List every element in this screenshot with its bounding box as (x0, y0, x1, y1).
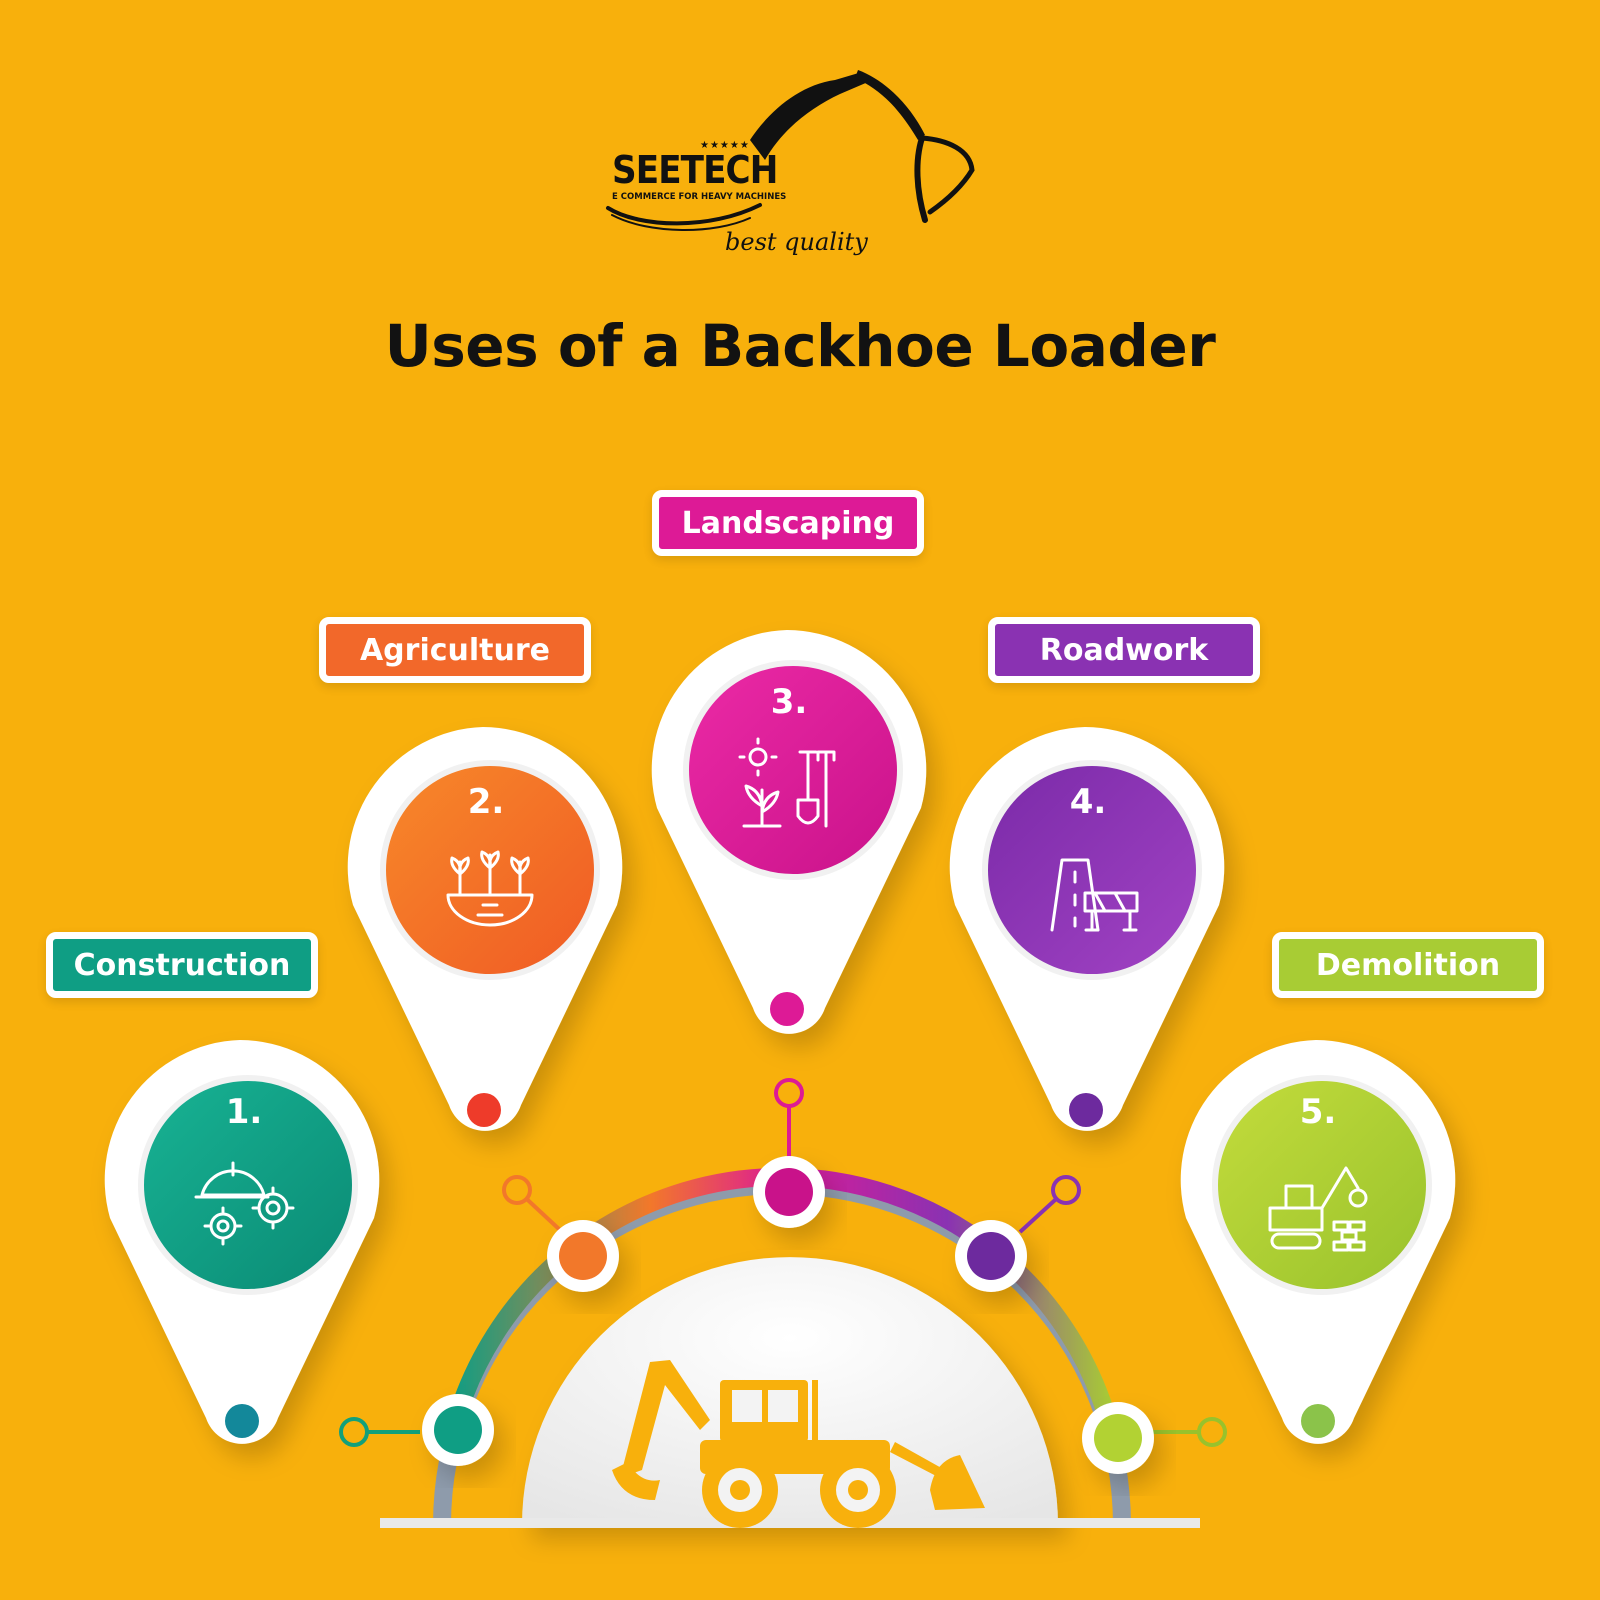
connector-lines (339, 1078, 1227, 1447)
excavator-bricks-icon (1268, 1166, 1368, 1252)
backhoe-loader-icon (612, 1360, 985, 1528)
excavator-arm-logo-icon (606, 70, 975, 231)
brand-name: SEETECH (612, 148, 778, 192)
plants-gear-icon (446, 850, 534, 927)
pin-construction (104, 1040, 380, 1444)
garden-tools-icon (738, 737, 836, 828)
label-agriculture: Agriculture (319, 617, 591, 683)
item-number-2: 2. (467, 782, 505, 822)
pin-demolition (1180, 1040, 1456, 1444)
brand-tagline: best quality (725, 228, 868, 256)
pin-landscaping (651, 630, 927, 1034)
item-number-1: 1. (225, 1092, 263, 1132)
item-number-4: 4. (1069, 782, 1107, 822)
brand-logo: ★★★★★ SEETECH E COMMERCE FOR HEAVY MACHI… (600, 60, 1000, 280)
item-number-5: 5. (1299, 1092, 1337, 1132)
page-title: Uses of a Backhoe Loader (384, 312, 1216, 380)
rating-stars: ★★★★★ (700, 140, 750, 151)
brand-subtitle: E COMMERCE FOR HEAVY MACHINES (612, 192, 787, 202)
label-demolition: Demolition (1272, 932, 1544, 998)
pin-roadwork (949, 727, 1225, 1131)
road-barrier-icon (1050, 858, 1139, 932)
arc-nodes (422, 1156, 1154, 1474)
item-number-3: 3. (770, 682, 808, 722)
label-landscaping: Landscaping (652, 490, 924, 556)
label-construction: Construction (46, 932, 318, 998)
helmet-gears-icon (194, 1161, 295, 1246)
label-roadwork: Roadwork (988, 617, 1260, 683)
